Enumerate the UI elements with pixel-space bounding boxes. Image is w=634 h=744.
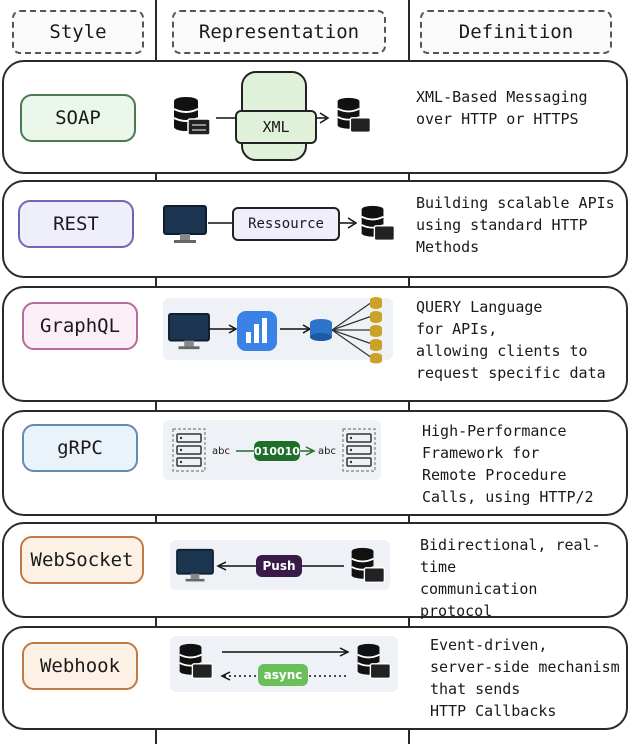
monitor-icon xyxy=(168,312,210,352)
style-soap: SOAP xyxy=(20,94,136,142)
grpc-tag-left: abc xyxy=(212,445,230,457)
definition-soap: XML-Based Messaging over HTTP or HTTPS xyxy=(416,88,588,128)
server-rack-icon xyxy=(172,428,206,472)
server-rack-icon xyxy=(342,428,376,472)
ressource-label: Ressource xyxy=(232,207,340,241)
monitor-icon xyxy=(176,548,214,584)
style-graphql: GraphQL xyxy=(22,302,138,350)
header-representation: Representation xyxy=(172,10,386,54)
style-websocket: WebSocket xyxy=(20,536,144,584)
style-rest: REST xyxy=(18,200,134,248)
style-grpc: gRPC xyxy=(22,424,138,472)
push-pill: Push xyxy=(256,555,302,577)
database-stack-icon xyxy=(368,296,384,364)
definition-websocket: Bidirectional, real-time communication p… xyxy=(420,536,601,620)
style-webhook: Webhook xyxy=(22,642,138,690)
header-definition: Definition xyxy=(420,10,612,54)
database-server-icon xyxy=(354,642,394,682)
database-server-icon xyxy=(348,546,388,586)
definition-graphql: QUERY Language for APIs, allowing client… xyxy=(416,298,606,382)
header-style: Style xyxy=(12,10,144,54)
definition-webhook: Event-driven, server-side mechanism that… xyxy=(430,636,620,720)
xml-label: XML xyxy=(235,110,317,144)
database-icon xyxy=(308,318,334,344)
definition-grpc: High-Performance Framework for Remote Pr… xyxy=(422,422,594,506)
fanout-lines xyxy=(332,296,386,362)
database-server-icon xyxy=(170,95,214,139)
database-server-icon xyxy=(334,96,374,136)
async-pill: async xyxy=(258,664,308,686)
grpc-binary-pill: 010010 xyxy=(254,441,300,461)
grpc-tag-right: abc xyxy=(318,445,336,457)
bar-chart-icon xyxy=(236,310,278,352)
database-server-icon xyxy=(176,642,216,682)
definition-rest: Building scalable APIs using standard HT… xyxy=(416,194,615,256)
database-server-icon xyxy=(358,203,398,245)
monitor-icon xyxy=(163,204,207,246)
